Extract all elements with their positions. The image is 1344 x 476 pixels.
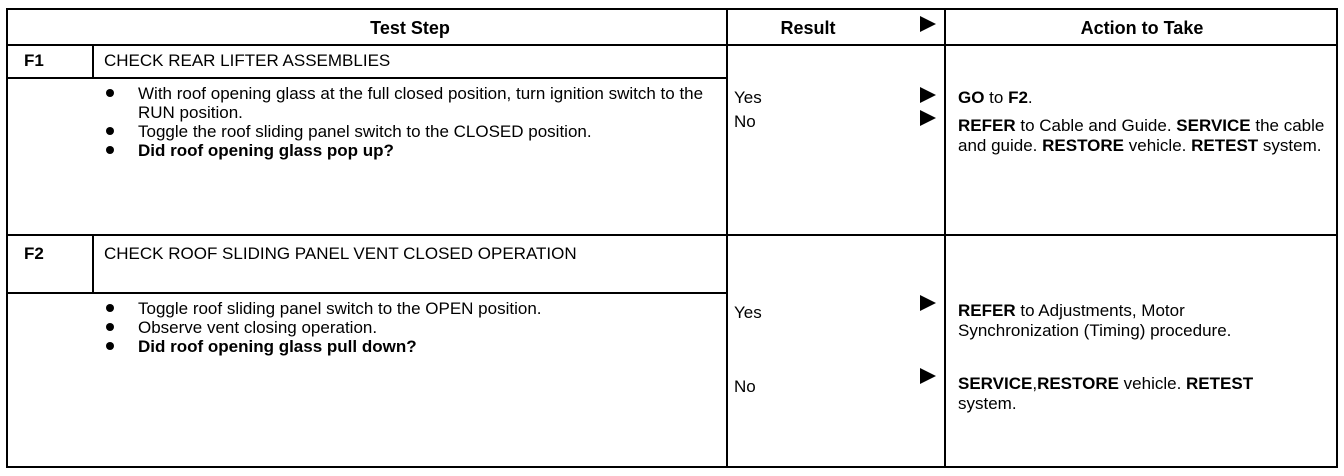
f2-result-yes: Yes (734, 303, 762, 322)
header-arrow-icon (920, 16, 936, 32)
bullet-icon (106, 146, 114, 154)
f2-result-no: No (734, 377, 756, 396)
f1-action-no: REFER to Cable and Guide. SERVICE the ca… (958, 116, 1325, 155)
list-item: Toggle the roof sliding panel switch to … (96, 122, 706, 141)
f2-title-bottom (6, 292, 726, 294)
f1-section-bottom (6, 234, 1338, 236)
divider-result-action (944, 8, 946, 468)
f2-action-yes: REFER to Adjustments, Motor Synchronizat… (958, 301, 1232, 340)
step-id-f2: F2 (24, 244, 44, 263)
f2-no-arrow-icon (920, 368, 936, 384)
list-item: Did roof opening glass pull down? (96, 337, 706, 356)
divider-id-f1 (92, 44, 94, 78)
step-title-f1: CHECK REAR LIFTER ASSEMBLIES (104, 51, 391, 70)
f1-no-arrow-icon (920, 110, 936, 126)
bullet-icon (106, 304, 114, 312)
bullet-icon (106, 342, 114, 350)
f1-result-no: No (734, 112, 756, 131)
header-action: Action to Take (1080, 18, 1204, 38)
list-item: Observe vent closing operation. (96, 318, 706, 337)
list-item: Did roof opening glass pop up? (96, 141, 706, 160)
divider-id-f2 (92, 236, 94, 294)
bullet-icon (106, 89, 114, 97)
f2-action-no: SERVICE,RESTORE vehicle. RETEST system. (958, 374, 1254, 413)
step-id-f1: F1 (24, 51, 44, 70)
step-title-f2: CHECK ROOF SLIDING PANEL VENT CLOSED OPE… (104, 244, 577, 263)
list-item: Toggle roof sliding panel switch to the … (96, 299, 706, 318)
header-test-step: Test Step (370, 18, 450, 38)
test-table (6, 8, 1338, 468)
f1-result-yes: Yes (734, 88, 762, 107)
header-result: Result (780, 18, 836, 38)
header-bottom-line (6, 44, 1338, 46)
divider-step-result (726, 8, 728, 468)
f2-yes-arrow-icon (920, 295, 936, 311)
f1-yes-arrow-icon (920, 87, 936, 103)
list-item: With roof opening glass at the full clos… (96, 84, 706, 122)
bullet-icon (106, 323, 114, 331)
f1-bullet-list: With roof opening glass at the full clos… (96, 84, 706, 160)
f1-title-bottom (6, 77, 726, 79)
f2-bullet-list: Toggle roof sliding panel switch to the … (96, 299, 706, 356)
f1-action-yes: GO to F2. (958, 88, 1033, 107)
bullet-icon (106, 127, 114, 135)
